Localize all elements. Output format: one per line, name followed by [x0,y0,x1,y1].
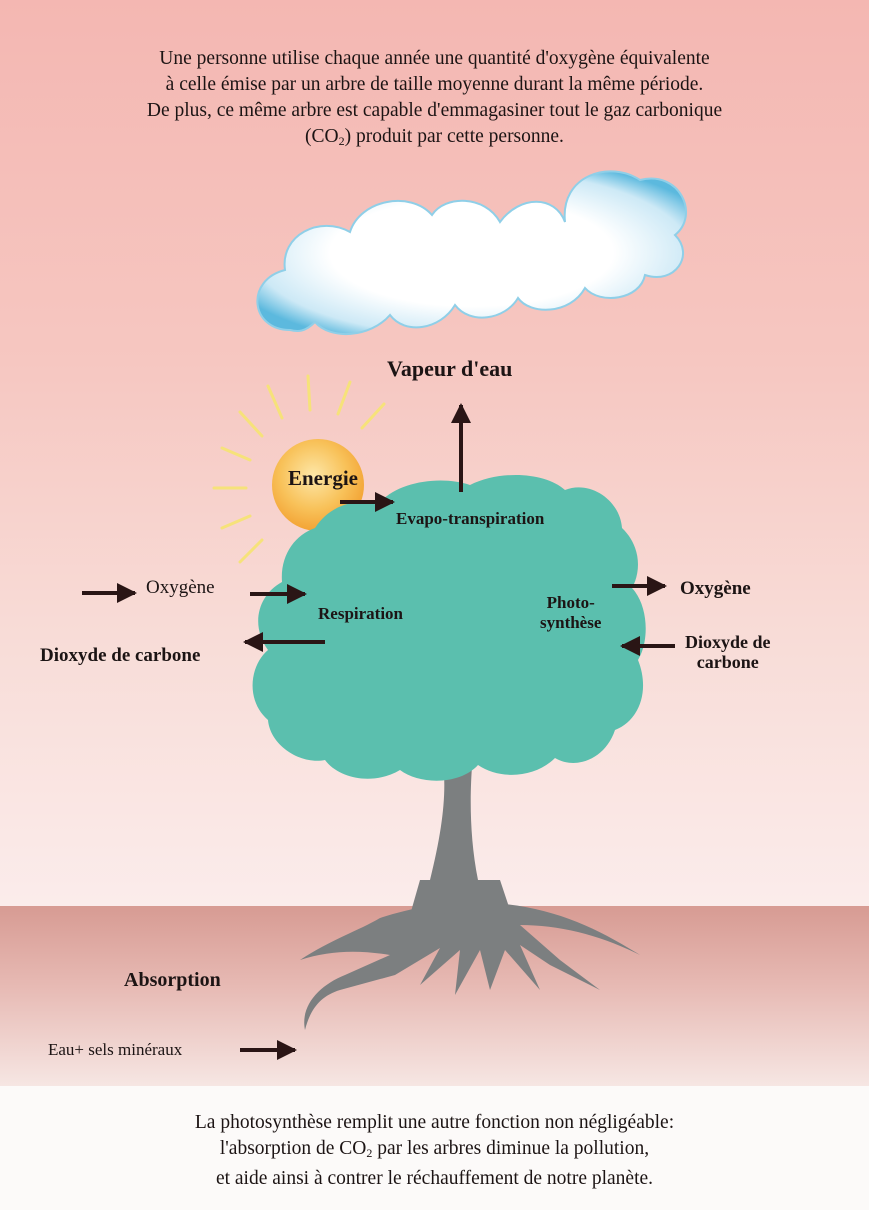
intro-line-4-prefix: (CO [305,126,339,147]
cloud [257,171,686,334]
outro-text: La photosynthèse remplit une autre fonct… [40,1110,829,1192]
label-evapo: Evapo-transpiration [396,509,544,529]
label-photosynthese: Photo- synthèse [540,593,601,633]
label-vapeur: Vapeur d'eau [387,356,512,382]
intro-line-4: (CO2) produit par cette personne. [40,124,829,154]
label-dioxyde-right-line-1: Dioxyde de [685,632,771,652]
outro-line-2-prefix: l'absorption de CO [220,1138,367,1159]
intro-text: Une personne utilise chaque année une qu… [40,46,829,154]
label-respiration: Respiration [318,604,403,624]
label-eau: Eau+ sels minéraux [48,1040,182,1060]
label-absorption: Absorption [124,969,221,992]
label-energie: Energie [288,466,358,491]
intro-line-1: Une personne utilise chaque année une qu… [40,46,829,72]
label-photo-line-2: synthèse [540,613,601,633]
outro-line-3: et aide ainsi à contrer le réchauffement… [40,1166,829,1192]
label-photo-line-1: Photo- [540,593,601,613]
intro-line-3: De plus, ce même arbre est capable d'emm… [40,98,829,124]
intro-line-2: à celle émise par un arbre de taille moy… [40,72,829,98]
label-oxygene-left: Oxygène [146,577,215,599]
label-dioxyde-left: Dioxyde de carbone [40,645,200,667]
label-oxygene-right: Oxygène [680,578,751,600]
label-dioxyde-right: Dioxyde de carbone [685,632,771,672]
outro-line-2-suffix: par les arbres diminue la pollution, [372,1138,649,1159]
label-dioxyde-right-line-2: carbone [685,652,771,672]
outro-line-2: l'absorption de CO2 par les arbres dimin… [40,1136,829,1166]
intro-line-4-suffix: ) produit par cette personne. [345,126,564,147]
outro-line-1: La photosynthèse remplit une autre fonct… [40,1110,829,1136]
